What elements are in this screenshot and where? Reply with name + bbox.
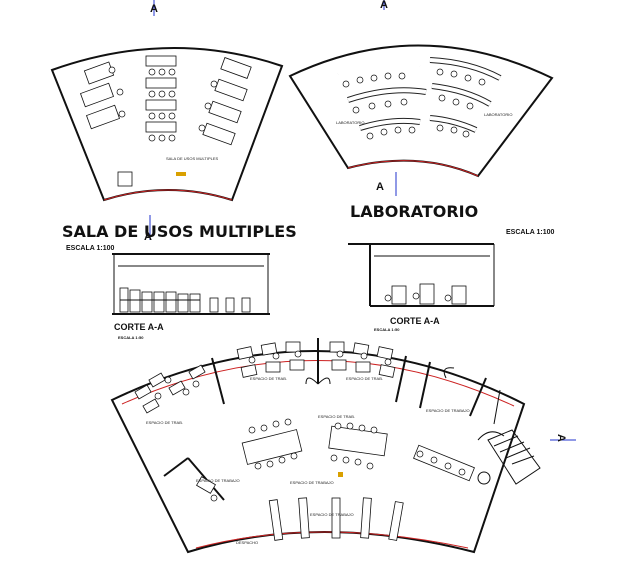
desk-row-left [79, 61, 126, 130]
lab-title: LABORATORIO [350, 202, 478, 221]
workstations-center-right [329, 341, 396, 378]
corte-lab-benches [384, 283, 467, 305]
ground-label-mid: ESPACIO DE TRABAJO [290, 480, 334, 485]
workstations-left [134, 364, 206, 414]
corte2-title: CORTE A-A [390, 316, 440, 326]
sala-room-label: SALA DE USOS MULTIPLES [166, 156, 218, 161]
ground-label-corner: DESPACHO [236, 540, 258, 545]
lab-label-left: LABORATORIO [336, 120, 365, 125]
ground-label-2: ESPACIO DE TRAB. [250, 376, 287, 381]
section-mark-a2: A [144, 231, 152, 243]
door-swings [305, 367, 455, 385]
section-mark-a4: A [376, 181, 384, 193]
ground-label-bottom: ESPACIO DE TRABAJO [310, 512, 354, 517]
ground-label-leftroom: ESPACIO DE TRABAJO [196, 478, 240, 483]
display-panels [268, 497, 404, 541]
right-workstations [413, 444, 475, 482]
section-mark-a3: A [380, 0, 388, 11]
section-mark-a1: A [150, 3, 158, 15]
sala-title: SALA DE USOS MULTIPLES [62, 222, 297, 241]
ground-floor-plan: ESPACIO DE TRAB. ESPACIO DE TRAB. ESPACI… [110, 338, 576, 554]
desk-row-right [198, 57, 252, 146]
lab-label-right: LABORATORIO [484, 112, 513, 117]
left-office [163, 457, 225, 502]
sala-usos-multiples-plan: SALA DE USOS MULTIPLES A A [50, 0, 284, 243]
section-mark-a5: A [555, 434, 567, 442]
corte-sala-furniture [119, 287, 251, 313]
desk-row-center [145, 55, 177, 142]
ground-label-right: ESPACIO DE TRABAJO [426, 408, 470, 413]
sala-scale: ESCALA 1:100 [66, 245, 114, 252]
corte2-scale: ESCALA 1:50 [374, 327, 400, 332]
corte-lab-section [348, 243, 495, 307]
corte1-scale: ESCALA 1:50 [118, 335, 144, 340]
workstations-center-left [236, 341, 305, 378]
lab-scale: ESCALA 1:100 [506, 229, 554, 236]
lab-stools [342, 68, 486, 140]
ground-label-1: ESPACIO DE TRAB. [146, 420, 183, 425]
stair [477, 429, 541, 485]
corte-sala-section [112, 253, 270, 315]
ground-label-3: ESPACIO DE TRAB. [346, 376, 383, 381]
lab-benches [337, 57, 502, 133]
ground-label-center: ESPACIO DE TRAB. [318, 414, 355, 419]
corte1-title: CORTE A-A [114, 322, 164, 332]
conference-tables [241, 418, 388, 470]
laboratorio-plan: LABORATORIO LABORATORIO A A [288, 0, 554, 196]
